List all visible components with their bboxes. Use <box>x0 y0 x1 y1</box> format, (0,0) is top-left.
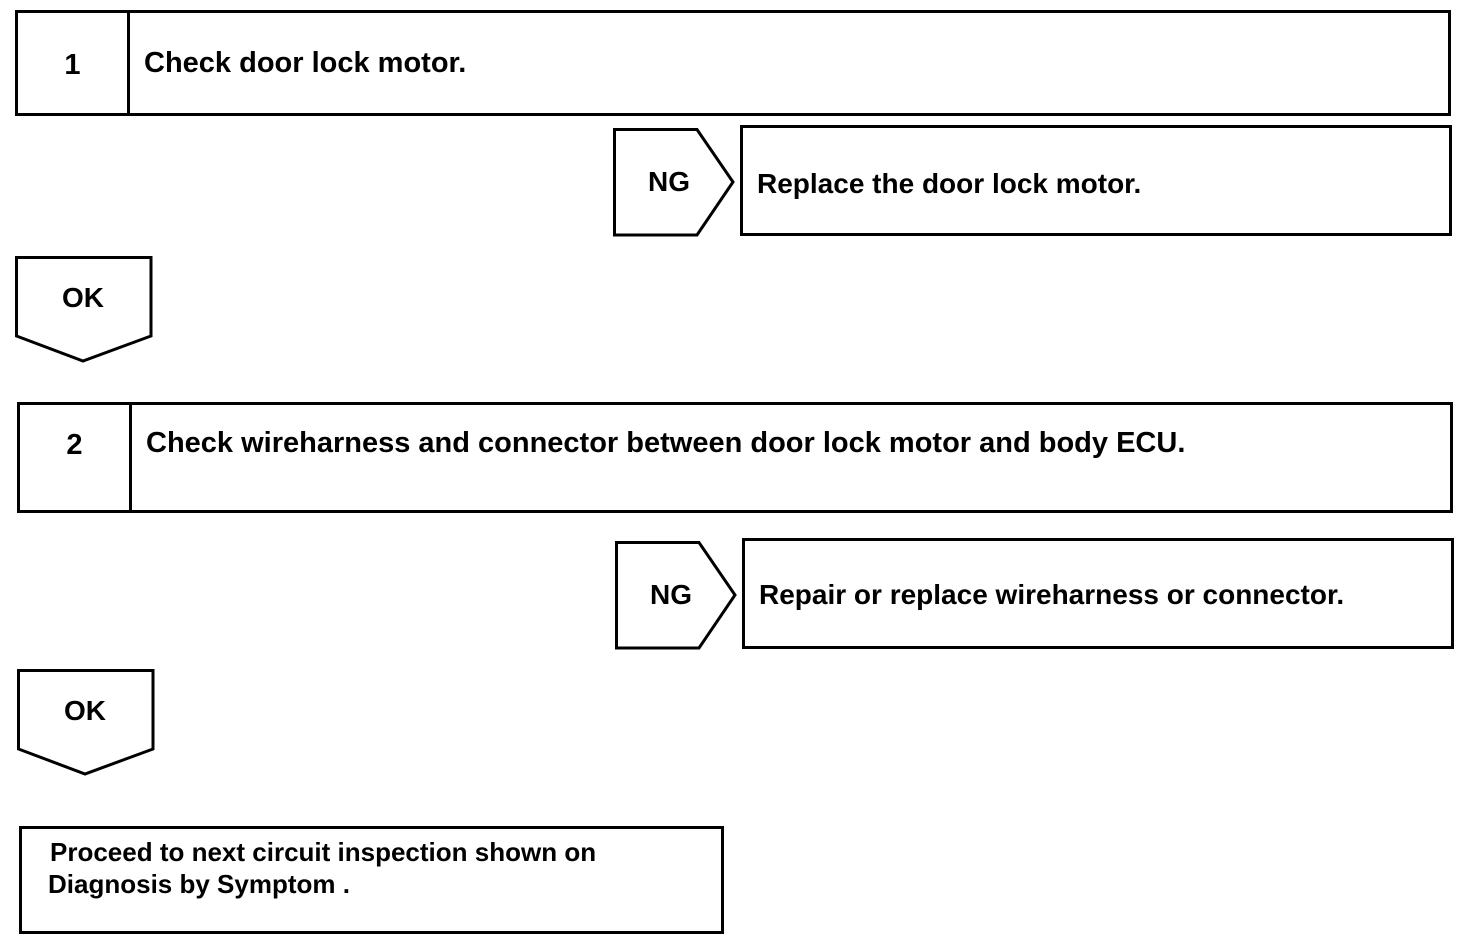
ok-2-label: OK <box>64 695 106 726</box>
step-1-box: 1 Check door lock motor. <box>15 10 1451 116</box>
ok-2-tag: OK <box>17 669 157 777</box>
ng-arrow-shape <box>615 541 737 650</box>
ok-arrow-shape <box>17 669 155 776</box>
step-2-box: 2 Check wireharness and connector betwee… <box>17 402 1453 513</box>
ng-2-result-box: Repair or replace wireharness or connect… <box>742 538 1454 649</box>
ng-2-tag: NG <box>615 541 739 651</box>
ng-1-label: NG <box>648 166 690 197</box>
ng-1-result-box: Replace the door lock motor. <box>740 125 1452 236</box>
ng-2-result-text: Repair or replace wireharness or connect… <box>759 579 1345 610</box>
ok-arrow-shape <box>15 256 153 363</box>
final-instruction-box: Proceed to next circuit inspection shown… <box>19 826 724 934</box>
final-line-1: Proceed to next circuit inspection shown… <box>50 837 597 867</box>
step-2-number: 2 <box>20 405 132 510</box>
ng-1-tag: NG <box>613 128 737 238</box>
step-2-text: Check wireharness and connector between … <box>146 427 1186 459</box>
final-line-2: Diagnosis by Symptom . <box>48 869 350 899</box>
ok-1-tag: OK <box>15 256 155 364</box>
ng-2-label: NG <box>650 579 692 610</box>
step-1-number: 1 <box>18 13 130 113</box>
ng-1-result-text: Replace the door lock motor. <box>757 168 1142 199</box>
ng-arrow-shape <box>613 128 735 237</box>
step-1-text: Check door lock motor. <box>144 47 467 79</box>
ok-1-label: OK <box>62 282 104 313</box>
